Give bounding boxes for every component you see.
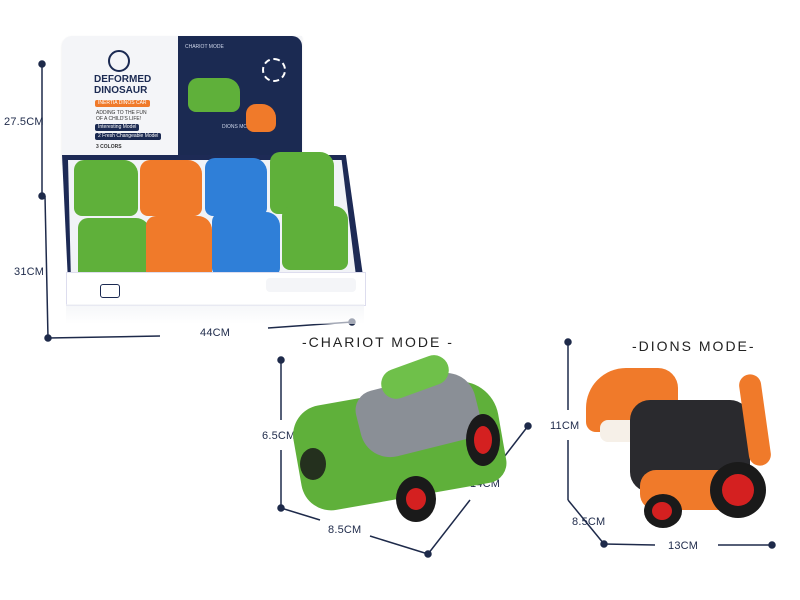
- box-colors-label: 3 COLORS: [96, 144, 122, 150]
- box-height-bottom-label: 31CM: [14, 266, 45, 278]
- chariot-width-label: 8.5CM: [328, 524, 362, 536]
- gear-icon: [262, 58, 286, 82]
- tray-orange-car: [140, 160, 202, 216]
- dino-front-hub: [652, 502, 672, 520]
- lid-green-car: [188, 78, 240, 112]
- box-chip-model: Interesting Model: [95, 124, 140, 131]
- tray-green-car: [78, 218, 150, 282]
- tray-green-car: [282, 206, 348, 270]
- box-chip-changeable: 2 Fresh Changeable Model: [95, 133, 162, 140]
- box-tagline: ADDING TO THE FUN OF A CHILD'S LIFE!: [96, 110, 147, 122]
- tray-green-car: [74, 160, 138, 216]
- tray-orange-car: [146, 216, 212, 280]
- dino-length-label: 13CM: [668, 540, 699, 552]
- brand-logo-icon: [108, 50, 130, 72]
- tray-green-car: [270, 152, 334, 214]
- box-width-label: 44CM: [200, 327, 231, 339]
- chariot-front-hub: [406, 488, 426, 510]
- chariot-rear-hub: [474, 426, 492, 454]
- chariot-left-wheel: [300, 448, 326, 480]
- tray-blue-car: [205, 158, 267, 216]
- box-reflection: [66, 304, 364, 324]
- front-info-badges: [266, 278, 356, 292]
- front-logo-icon: [100, 284, 120, 298]
- box-brand-title: DEFORMED DINOSAUR: [94, 74, 152, 96]
- dino-width-label: 8.5CM: [572, 516, 606, 528]
- box-panel-dions-label: DIONS MODE: [222, 124, 255, 130]
- dino-height-label: 11CM: [550, 420, 580, 432]
- chariot-mode-title: -CHARIOT MODE -: [302, 334, 454, 350]
- tray-blue-car: [212, 212, 280, 276]
- box-chip-inertia: INERTIA DINOS CAR: [95, 100, 150, 107]
- box-panel-chariot-label: CHARIOT MODE: [185, 44, 224, 50]
- chariot-height-label: 6.5CM: [262, 430, 296, 442]
- dions-mode-title: -DIONS MODE-: [632, 338, 756, 354]
- box-height-top-label: 27.5CM: [4, 116, 44, 128]
- dino-rear-hub: [722, 474, 754, 506]
- lid-orange-dino: [246, 104, 276, 132]
